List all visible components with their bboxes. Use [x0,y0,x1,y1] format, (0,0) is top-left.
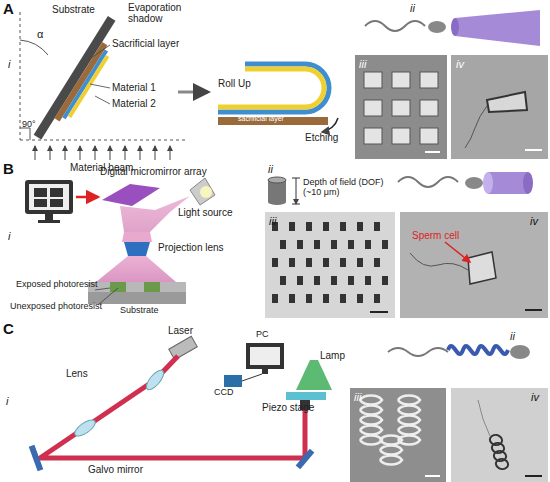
pillar [289,294,295,303]
part-label: Lens [66,368,88,379]
panel-number: iii [354,391,361,403]
part-label: ii [410,2,415,14]
part-label: Laser [168,325,193,336]
part-label: i [8,230,10,242]
sem-photo [265,212,395,318]
pillar [306,294,312,303]
part-label: i [8,58,10,70]
part-label: Substrate [52,4,95,15]
part-label: Material 2 [112,98,156,109]
helix-sperm [388,345,530,359]
part-label: Unexposed photoresist [10,302,102,312]
part-label: PC [256,330,269,340]
part-label: Evaporation shadow [128,2,190,24]
pillar [323,258,329,267]
part-label: Roll Up [218,78,251,89]
pillar [340,258,346,267]
part-label: Depth of field (DOF) (~10 μm) [303,178,399,198]
sem-photo [355,55,447,159]
pillar [357,294,363,303]
sem-photo [350,388,446,482]
pillar [323,294,329,303]
pillar [382,276,388,285]
pillar [340,294,346,303]
pillar [357,222,363,231]
pillar [374,258,380,267]
part-label: α [37,28,43,40]
part-label: Material 1 [112,82,156,93]
pillar [297,276,303,285]
microtube-sperm [365,10,540,46]
part-label: Substrate [120,306,159,316]
pillar [331,276,337,285]
micro-photo [451,388,548,482]
cylinder-dof [268,172,533,205]
pillar [314,240,320,249]
part-label: sacrificial layer [238,115,284,123]
photo-panel: ivSperm cell [400,212,548,318]
panel-letter: A [3,1,14,18]
panel-number: iv [531,391,539,403]
photo-panel: iii [350,388,446,482]
photo-panel: iv [451,388,548,482]
pillar [289,258,295,267]
part-label: Digital micromirror array [100,166,207,177]
pillar [365,240,371,249]
micro-photo [451,55,548,159]
pillar [374,294,380,303]
pillar [382,240,388,249]
pillar [306,222,312,231]
part-label: Sacrificial layer [112,38,179,49]
pillar [280,276,286,285]
panel-number: iv [456,58,464,70]
part-label: CCD [214,388,234,398]
pillar [323,222,329,231]
pillar [306,258,312,267]
pillar [357,258,363,267]
panel-number: iv [530,215,538,227]
part-label: Etching [305,132,338,143]
part-label: Projection lens [158,242,224,253]
panel-number: iii [269,215,276,227]
dlw-setup [29,336,332,471]
evaporation-setup [20,12,338,160]
pillar [289,222,295,231]
part-label: Piezo stage [262,402,314,413]
panel-letter: B [3,161,14,178]
micro-photo [400,212,548,318]
photo-panel: iii [265,212,395,318]
part-label: Galvo mirror [88,464,143,475]
photo-panel: iii [355,55,447,159]
pillar [331,240,337,249]
part-label: Lamp [320,350,345,361]
pillar [348,240,354,249]
pillar [272,258,278,267]
part-label: i [6,395,8,407]
pillar [374,222,380,231]
photo-panel: iv [451,55,548,159]
part-label: Light source [178,207,232,218]
part-label: 90° [22,120,36,130]
pillar [297,240,303,249]
pillar [348,276,354,285]
pillar [365,276,371,285]
pillar [340,222,346,231]
part-label: ii [268,163,273,175]
pillar [314,276,320,285]
panel-letter: C [3,321,14,338]
panel-number: iii [359,58,366,70]
part-label: Exposed photoresist [16,280,98,290]
pillar [272,294,278,303]
annotation: Sperm cell [412,230,459,241]
part-label: ii [510,330,515,342]
pillar [280,240,286,249]
